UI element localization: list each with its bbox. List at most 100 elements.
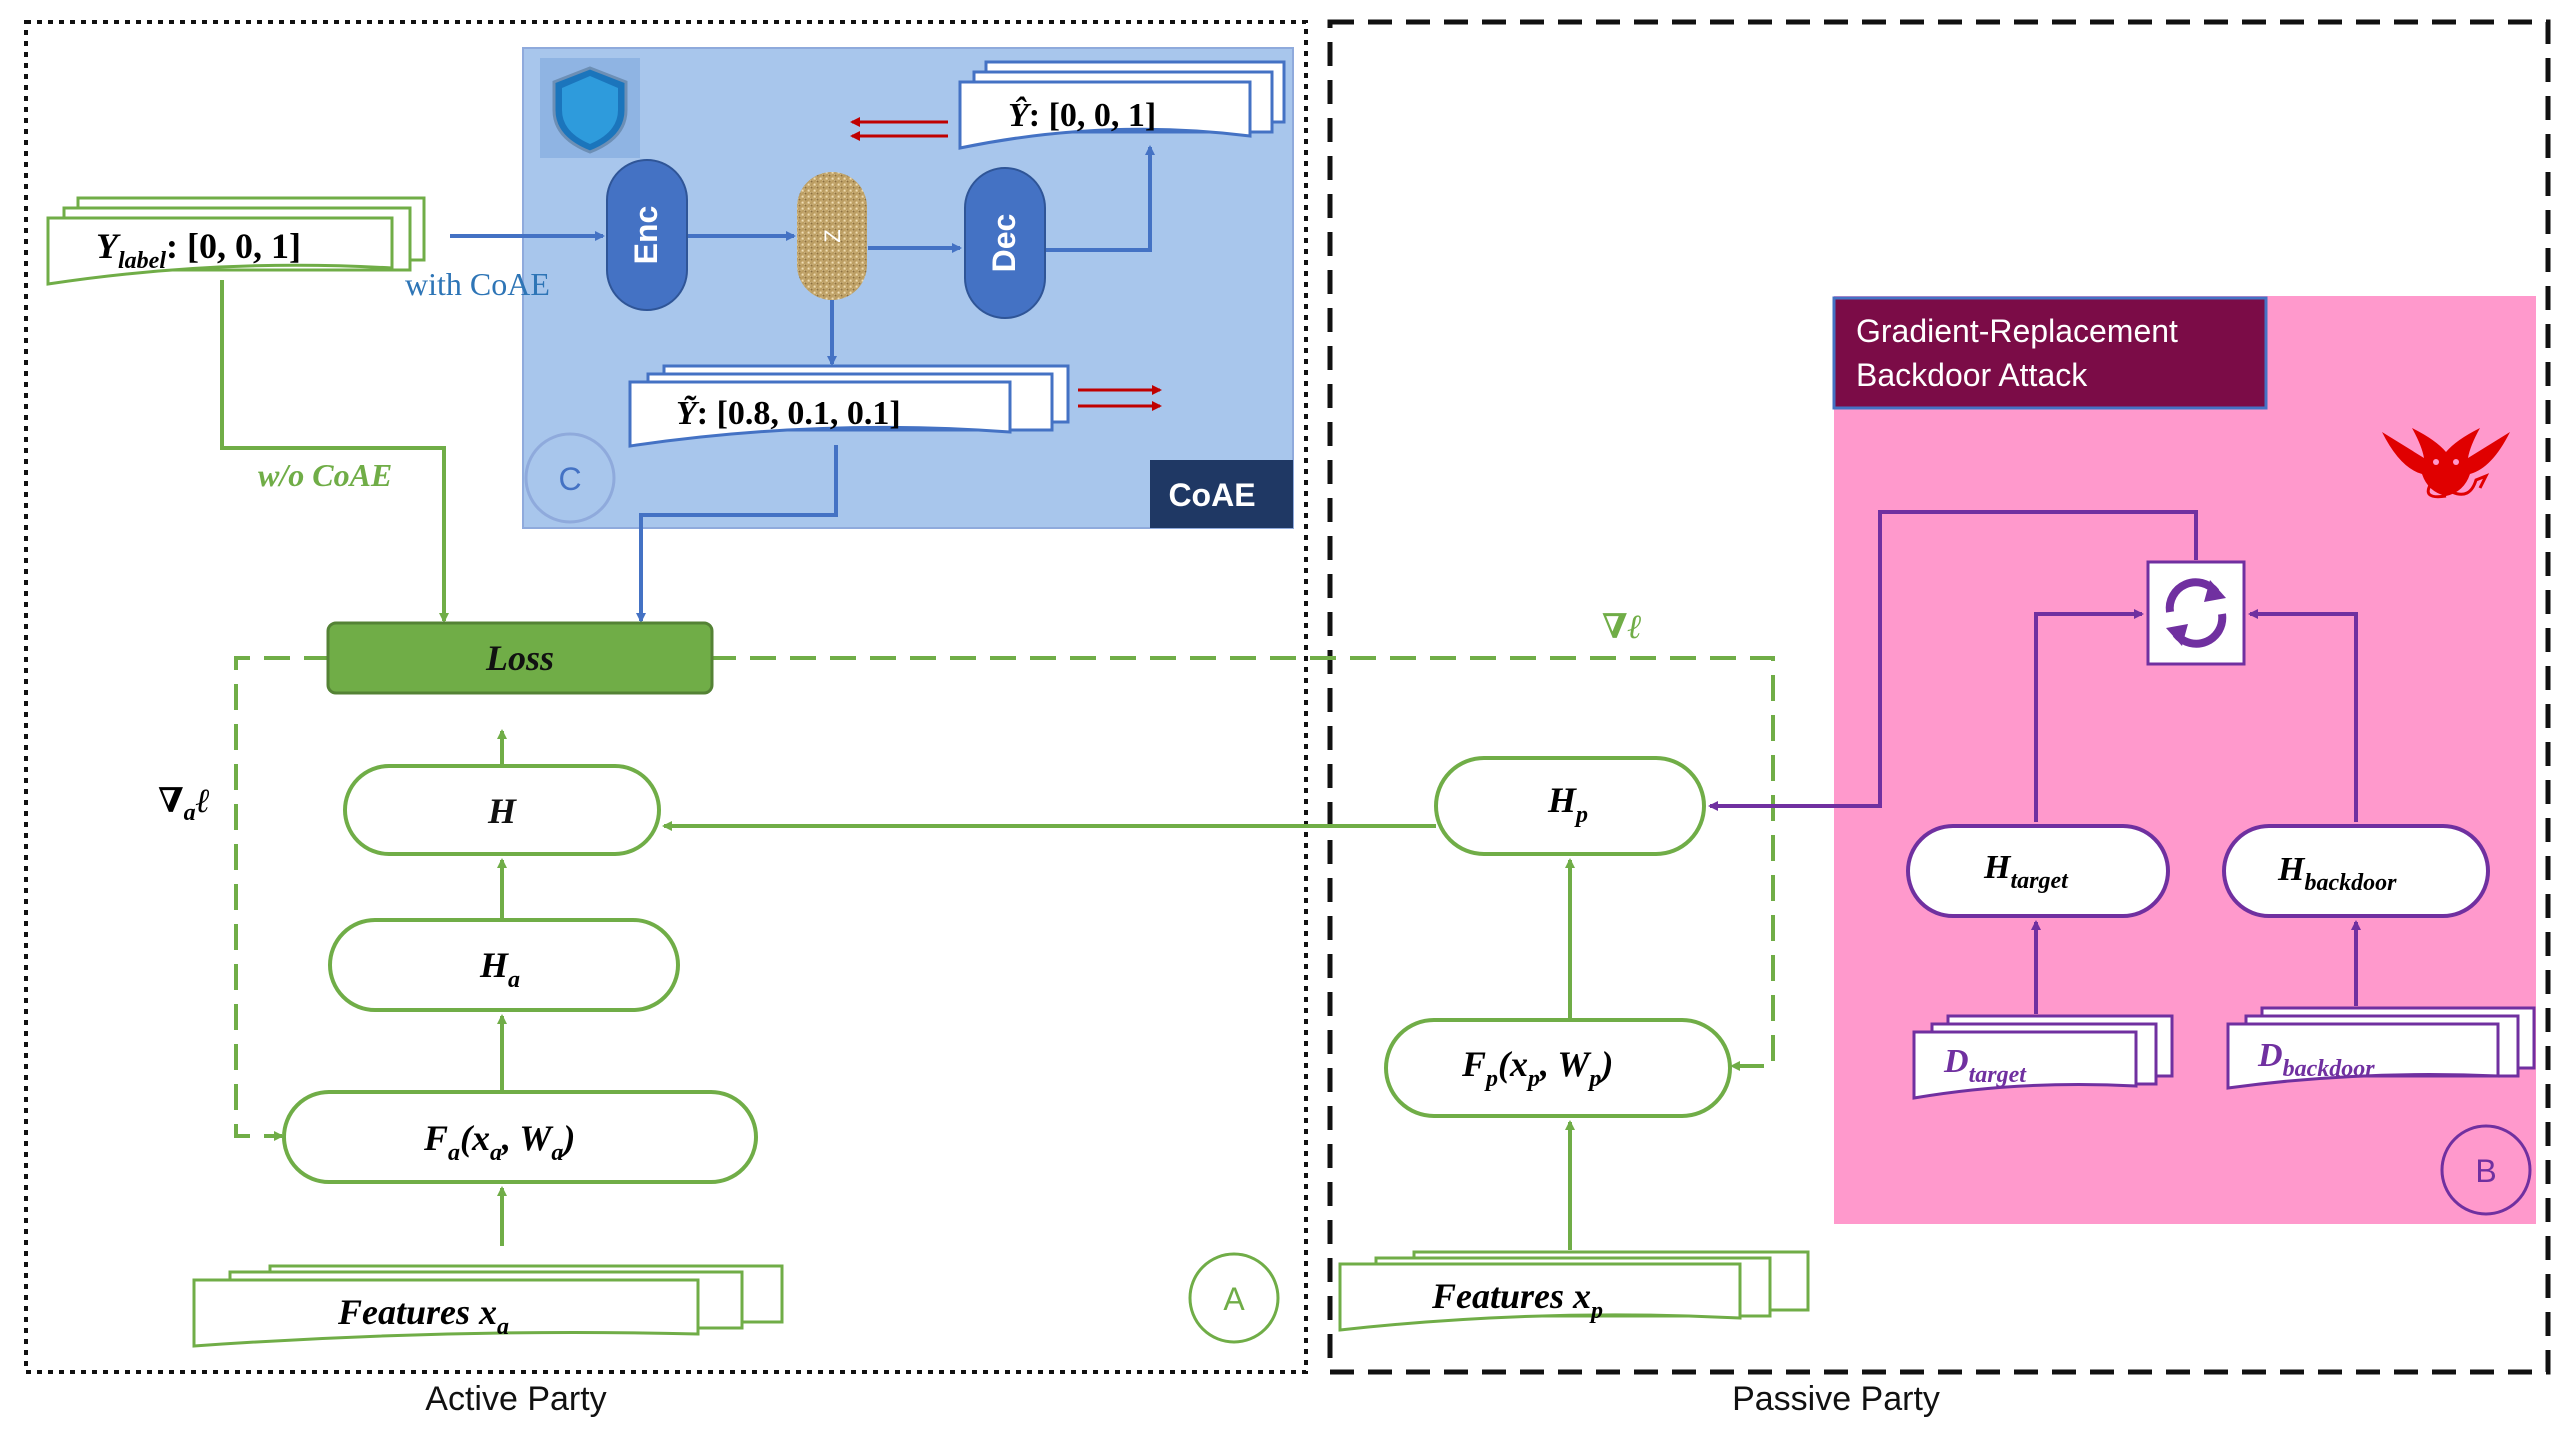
grad-a-dashed-path xyxy=(234,656,330,1141)
latent-z-label: Z xyxy=(820,229,845,242)
fp-open: (x xyxy=(1498,1044,1528,1084)
grad-a-subscript: a xyxy=(184,800,196,826)
arrow-hbackdoor-to-swap xyxy=(2248,609,2358,822)
passive-party-frame xyxy=(1327,19,2551,1375)
red-arrows-right xyxy=(1078,385,1162,411)
fa-mid: , W xyxy=(501,1118,554,1158)
hp-subscript: p xyxy=(1574,802,1588,828)
features-xp-document: Features xp xyxy=(1338,1250,1810,1332)
devil-icon xyxy=(2382,428,2510,499)
fp-close: ) xyxy=(1598,1044,1613,1084)
badge-a xyxy=(1188,1252,1280,1344)
loss-label: Loss xyxy=(485,638,554,678)
features-xa-document: Features xa xyxy=(192,1264,784,1348)
svg-text:Features xp: Features xp xyxy=(1431,1276,1603,1324)
badge-c xyxy=(524,432,616,524)
d-backdoor-subscript: backdoor xyxy=(2283,1056,2376,1082)
y-label-symbol: Y xyxy=(96,226,121,266)
h-backdoor-subscript: backdoor xyxy=(2304,870,2397,896)
fp-mid: , W xyxy=(1539,1044,1592,1084)
fa-label: F xyxy=(423,1118,448,1158)
badge-c-label: C xyxy=(558,461,581,497)
fp-node xyxy=(1384,1018,1732,1118)
fp-subscript: p xyxy=(1484,1066,1498,1092)
latent-z-block xyxy=(797,172,867,300)
h-node xyxy=(343,764,661,856)
svg-text:Ỹ: [0.8, 0.1, 0.1]: Ỹ: [0.8, 0.1, 0.1] xyxy=(676,395,901,432)
grad-passive-label: ∇ℓ xyxy=(1602,609,1642,646)
decoder-label: Dec xyxy=(986,214,1022,273)
loss-node xyxy=(326,621,714,695)
d-target-label: D xyxy=(1943,1043,1969,1080)
svg-text:∇aℓ: ∇aℓ xyxy=(158,783,210,826)
fp-w-subscript: p xyxy=(1587,1066,1601,1092)
active-party-frame xyxy=(24,20,1308,1374)
svg-text:Features xa: Features xa xyxy=(337,1292,509,1340)
ha-node xyxy=(328,918,680,1012)
fa-subscript: a xyxy=(448,1140,460,1166)
d-backdoor-label: D xyxy=(2257,1037,2283,1074)
with-coae-label: with CoAE xyxy=(405,266,550,302)
arrow-ylabel-to-loss xyxy=(220,280,449,623)
passive-party-label: Passive Party xyxy=(1732,1380,1940,1418)
encoder-block xyxy=(606,159,688,311)
y-tilde-document: Ỹ: [0.8, 0.1, 0.1] xyxy=(628,364,1070,448)
h-target-label: H xyxy=(1983,849,2012,886)
fp-label: F xyxy=(1461,1044,1486,1084)
h-label: H xyxy=(487,791,517,831)
svg-text:Hbackdoor: Hbackdoor xyxy=(2277,851,2397,896)
decoder-block xyxy=(964,167,1046,319)
swap-cycle-icon xyxy=(2146,560,2246,666)
svg-text:Htarget: Htarget xyxy=(1983,849,2069,894)
badge-b xyxy=(2440,1124,2532,1216)
arrow-dec-to-yhat xyxy=(1046,145,1155,252)
fa-x-subscript: a xyxy=(490,1140,502,1166)
y-hat-document: Ŷ: [0, 0, 1] xyxy=(958,60,1286,150)
features-xa-label: Features x xyxy=(337,1292,497,1332)
svg-text:Dtarget: Dtarget xyxy=(1943,1043,2027,1088)
fa-node xyxy=(282,1090,758,1184)
grad-a-tail: ℓ xyxy=(196,783,211,820)
h-target-node xyxy=(1906,824,2170,918)
svg-text:Ha: Ha xyxy=(479,945,520,993)
features-xa-subscript: a xyxy=(497,1314,509,1340)
y-hat-value: : [0, 0, 1] xyxy=(1029,97,1156,134)
h-backdoor-node xyxy=(2222,824,2490,918)
hp-label: H xyxy=(1547,780,1577,820)
coae-label: CoAE xyxy=(1168,477,1255,513)
badge-a-label: A xyxy=(1223,1281,1245,1317)
attack-title-line1: Gradient-Replacement xyxy=(1856,313,2178,349)
y-tilde-value: : [0.8, 0.1, 0.1] xyxy=(697,395,901,432)
d-target-document: Dtarget xyxy=(1912,1014,2174,1100)
fa-w-subscript: a xyxy=(551,1140,563,1166)
attack-title-box xyxy=(1832,296,2268,410)
grad-passive-dashed-path xyxy=(710,656,1775,1071)
svg-text:Ŷ: [0, 0, 1]: Ŷ: [0, 0, 1] xyxy=(1008,96,1156,134)
fp-x-subscript: p xyxy=(1526,1066,1540,1092)
hp-node xyxy=(1434,756,1706,856)
active-party-label: Active Party xyxy=(425,1380,606,1418)
badge-b-label: B xyxy=(2475,1153,2496,1189)
y-hat-symbol: Ŷ xyxy=(1008,96,1032,134)
y-tilde-symbol: Ỹ xyxy=(676,395,700,432)
grad-a-symbol: ∇ xyxy=(158,783,184,820)
without-coae-label: w/o CoAE xyxy=(258,457,392,493)
red-arrows-left xyxy=(850,117,948,141)
d-target-subscript: target xyxy=(1969,1062,2028,1088)
svg-text:Fa(xa, Wa): Fa(xa, Wa) xyxy=(423,1118,575,1166)
svg-text:Hp: Hp xyxy=(1547,780,1588,828)
h-backdoor-label: H xyxy=(2277,851,2306,888)
features-xp-label: Features x xyxy=(1431,1276,1591,1316)
features-xp-subscript: p xyxy=(1589,1298,1603,1324)
svg-text:Dbackdoor: Dbackdoor xyxy=(2257,1037,2375,1082)
encoder-label: Enc xyxy=(628,206,664,265)
arrow-ytilde-to-loss xyxy=(636,445,838,623)
fa-open: (x xyxy=(460,1118,490,1158)
d-backdoor-document: Dbackdoor xyxy=(2226,1006,2536,1090)
h-target-subscript: target xyxy=(2010,868,2069,894)
svg-text:Fp(xp, Wp): Fp(xp, Wp) xyxy=(1461,1044,1613,1092)
y-label-value: : [0, 0, 1] xyxy=(166,226,301,266)
coae-label-box xyxy=(1150,460,1293,528)
ha-label: H xyxy=(479,945,509,985)
